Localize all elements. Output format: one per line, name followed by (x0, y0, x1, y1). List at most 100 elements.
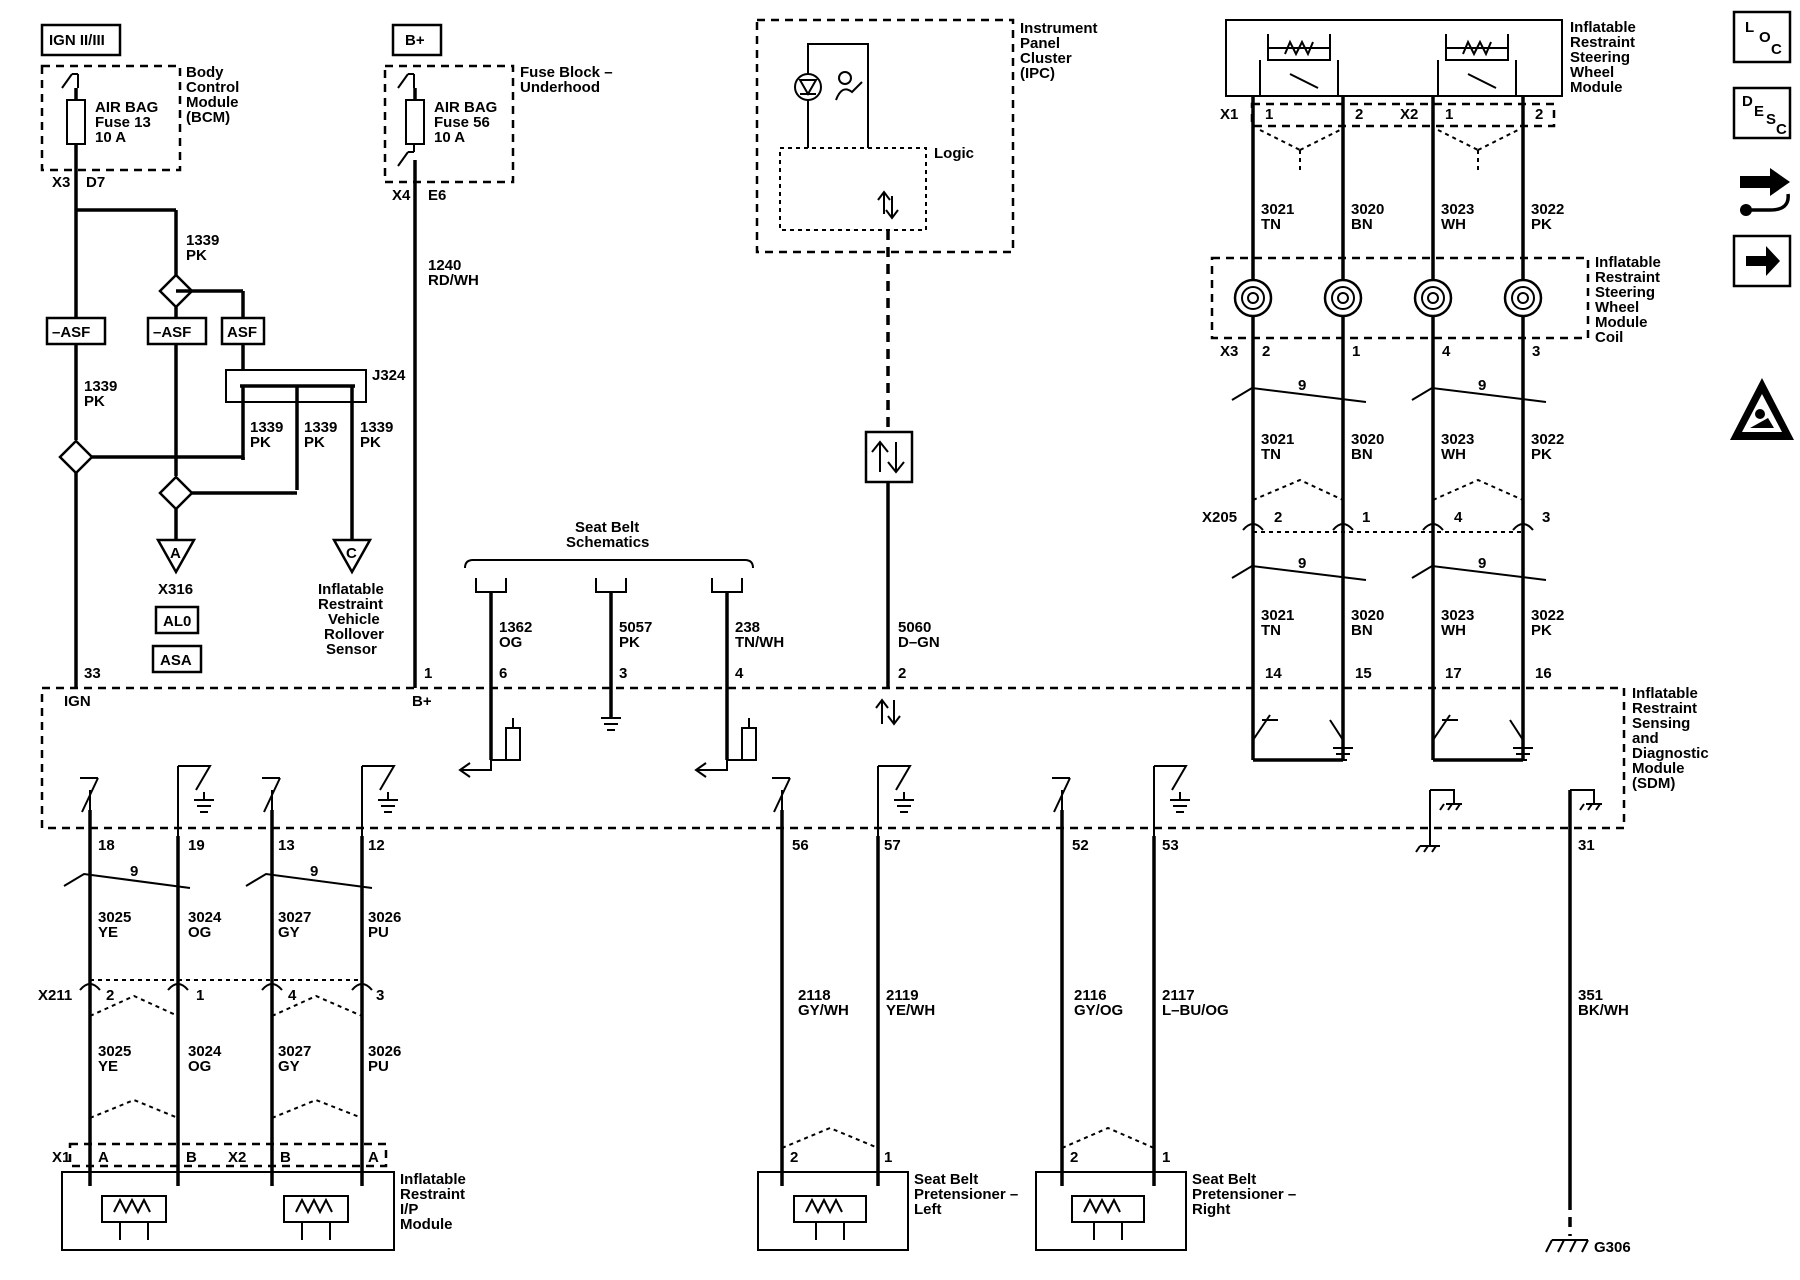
w3022-num-a: 3022 (1531, 201, 1564, 218)
pin-ign-label: IGN (64, 693, 91, 710)
seat-belt-switch-inputs (458, 700, 757, 778)
twist-label-2: 9 (1478, 377, 1486, 394)
w1339-col-left: PK (84, 393, 105, 410)
w3023-num-a: 3023 (1441, 201, 1474, 218)
x205-label: X205 (1202, 509, 1237, 526)
w3023-col-c: WH (1441, 622, 1466, 639)
bcm-title-2: Control (186, 79, 239, 96)
loc-button[interactable] (1732, 10, 1792, 64)
splice-diamond-mid (158, 475, 194, 511)
w238-num: 238 (735, 619, 760, 636)
sdm-title-4: and (1632, 730, 1659, 747)
w351-col: BK/WH (1578, 1002, 1629, 1019)
lower-wires (88, 790, 1572, 1236)
loc-o: O (1759, 29, 1771, 46)
w3024-col-a: OG (188, 924, 211, 941)
w1339-num-b: 1339 (304, 419, 337, 436)
pin-31: 31 (1578, 837, 1595, 854)
w3022-col-a: PK (1531, 216, 1552, 233)
pin-56: 56 (792, 837, 809, 854)
desc-e: E (1754, 103, 1764, 120)
desc-button[interactable] (1732, 86, 1792, 140)
steering-sdm-switches (1252, 714, 1533, 762)
uh-title-1: Fuse Block – (520, 64, 613, 81)
w351-num: 351 (1578, 987, 1603, 1004)
ip-x1-a: A (98, 1149, 109, 1166)
underhood-box (383, 64, 515, 184)
x211-pin2: 2 (106, 987, 114, 1004)
pin-6: 6 (499, 665, 507, 682)
w3026-num-b: 3026 (368, 1043, 401, 1060)
steering-wires-top (1251, 96, 1525, 760)
ip-x2-a: A (368, 1149, 379, 1166)
w3027-num-a: 3027 (278, 909, 311, 926)
sdm-title-1: Inflatable (1632, 685, 1698, 702)
w3021-num-a: 3021 (1261, 201, 1294, 218)
w2117-col: L–BU/OG (1162, 1002, 1229, 1019)
x3-pin3: 3 (1532, 343, 1540, 360)
w3023-num-c: 3023 (1441, 607, 1474, 624)
w3027-col-b: GY (278, 1058, 300, 1075)
w1339-num-top: 1339 (186, 232, 219, 249)
seat-belt-bracket (464, 559, 754, 569)
x2-label: X2 (1400, 106, 1418, 123)
coil-spiral-icons (1233, 278, 1543, 318)
sdm-title-7: (SDM) (1632, 775, 1675, 792)
w3021-col-c: TN (1261, 622, 1281, 639)
ref-a-conn: X316 (158, 581, 193, 598)
pin-15: 15 (1355, 665, 1372, 682)
x205-conn (1252, 478, 1524, 501)
pret-left-box (757, 1171, 909, 1251)
pin-12: 12 (368, 837, 385, 854)
w3022-num-b: 3022 (1531, 431, 1564, 448)
w1339-col-a: PK (250, 434, 271, 451)
w1339-num-a: 1339 (250, 419, 283, 436)
pret-right-box (1035, 1171, 1187, 1251)
opt-al0: AL0 (163, 613, 191, 630)
w3025-num-a: 3025 (98, 909, 131, 926)
w2119-col: YE/WH (886, 1002, 935, 1019)
w3021-col-a: TN (1261, 216, 1281, 233)
steering-module-box (1225, 19, 1563, 97)
pin-17: 17 (1445, 665, 1462, 682)
splice-j324-label: J324 (372, 367, 406, 384)
bcm-title-4: (BCM) (186, 109, 230, 126)
x1-pin2: 2 (1355, 106, 1363, 123)
x205-pin2: 2 (1274, 509, 1282, 526)
ref-c-l2: Restraint (318, 596, 383, 613)
w1339-col-top: PK (186, 247, 207, 264)
squib-steering-1 (1259, 34, 1339, 96)
warning-icon[interactable] (1730, 378, 1794, 440)
sdm-title-6: Module (1632, 760, 1685, 777)
ipc-logic: Logic (934, 145, 974, 162)
w3022-col-c: PK (1531, 622, 1552, 639)
sdm-box (40, 686, 1626, 830)
ref-c-l4: Rollover (324, 626, 384, 643)
connector-view-button[interactable] (1740, 168, 1790, 216)
w3020-num-a: 3020 (1351, 201, 1384, 218)
twist-label-5: 9 (130, 863, 138, 880)
x3-pin2: 2 (1262, 343, 1270, 360)
x205-pin1: 1 (1362, 509, 1370, 526)
sdm-title-5: Diagnostic (1632, 745, 1709, 762)
desc-d: D (1742, 93, 1753, 110)
pin-57: 57 (884, 837, 901, 854)
right-arrow-icon (1746, 246, 1780, 276)
sdm-chassis-grounds (1415, 789, 1602, 853)
ip-x1-b: B (186, 1149, 197, 1166)
sm-title-1: Inflatable (1570, 19, 1636, 36)
twist-mark-mid (1231, 564, 1547, 581)
w1362-num: 1362 (499, 619, 532, 636)
w3025-num-b: 3025 (98, 1043, 131, 1060)
lower-sdm-switches (80, 765, 1190, 836)
opt-asa: ASA (160, 652, 192, 669)
sdm-title-3: Sensing (1632, 715, 1690, 732)
w3026-col-a: PU (368, 924, 389, 941)
x205-pin3: 3 (1542, 509, 1550, 526)
uh-fuse-name: AIR BAG (434, 99, 497, 116)
w3020-num-b: 3020 (1351, 431, 1384, 448)
w1339-col-c: PK (360, 434, 381, 451)
desc-c: C (1776, 121, 1787, 138)
w5060-num: 5060 (898, 619, 931, 636)
uh-fuse-amp: 10 A (434, 129, 465, 146)
